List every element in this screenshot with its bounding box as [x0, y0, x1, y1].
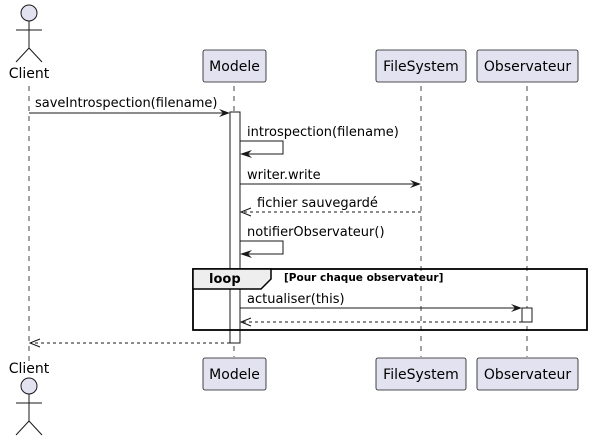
modele-activation — [229, 111, 241, 344]
actor-head-icon — [20, 4, 38, 22]
message-fichier-sauvegarde: fichier sauvegardé — [239, 196, 421, 217]
observateur-label-top: Observateur — [484, 59, 571, 75]
arrowhead-icon — [511, 304, 522, 312]
client-label-top: Client — [9, 66, 50, 82]
loop-frame: loop [Pour chaque observateur] — [192, 268, 588, 331]
client-actor-top: Client — [9, 4, 50, 82]
message-notifier-observateur: notifierObservateur() — [240, 225, 385, 258]
modele-label-bottom: Modele — [209, 367, 260, 383]
message-save-introspection: saveIntrospection(filename) — [29, 96, 230, 117]
filesystem-label-top: FileSystem — [383, 59, 459, 75]
message-label: writer.write — [247, 168, 321, 183]
message-return-client — [28, 338, 230, 348]
client-label-bottom: Client — [9, 361, 50, 377]
open-arrowhead-icon — [28, 338, 41, 348]
open-arrowhead-icon — [239, 207, 252, 217]
observateur-box-top: Observateur — [476, 49, 579, 83]
arrowhead-icon — [410, 180, 421, 188]
modele-label-top: Modele — [209, 59, 260, 75]
arrowhead-icon — [219, 109, 230, 117]
loop-condition: [Pour chaque observateur] — [284, 272, 443, 284]
message-introspection: introspection(filename) — [240, 125, 399, 158]
modele-box-bottom: Modele — [202, 357, 267, 391]
open-arrowhead-icon — [239, 317, 252, 327]
observateur-label-bottom: Observateur — [484, 367, 571, 383]
actor-head-icon — [20, 377, 38, 395]
filesystem-box-bottom: FileSystem — [375, 357, 467, 391]
message-label: introspection(filename) — [247, 125, 399, 140]
filesystem-label-bottom: FileSystem — [383, 367, 459, 383]
loop-keyword: loop — [209, 272, 241, 287]
filesystem-box-top: FileSystem — [375, 49, 467, 83]
message-label: actualiser(this) — [247, 292, 345, 307]
observateur-activation — [521, 307, 533, 323]
arrowhead-icon — [240, 150, 252, 158]
message-label: notifierObservateur() — [247, 225, 385, 240]
message-label: saveIntrospection(filename) — [35, 96, 218, 111]
arrowhead-icon — [240, 250, 252, 258]
client-actor-bottom: Client — [9, 361, 50, 436]
observateur-box-bottom: Observateur — [476, 357, 579, 391]
message-actualiser: actualiser(this) — [240, 292, 522, 312]
message-writer-write: writer.write — [240, 168, 421, 188]
message-label: fichier sauvegardé — [257, 196, 378, 211]
message-return-observateur — [239, 317, 522, 327]
modele-box-top: Modele — [202, 49, 267, 83]
